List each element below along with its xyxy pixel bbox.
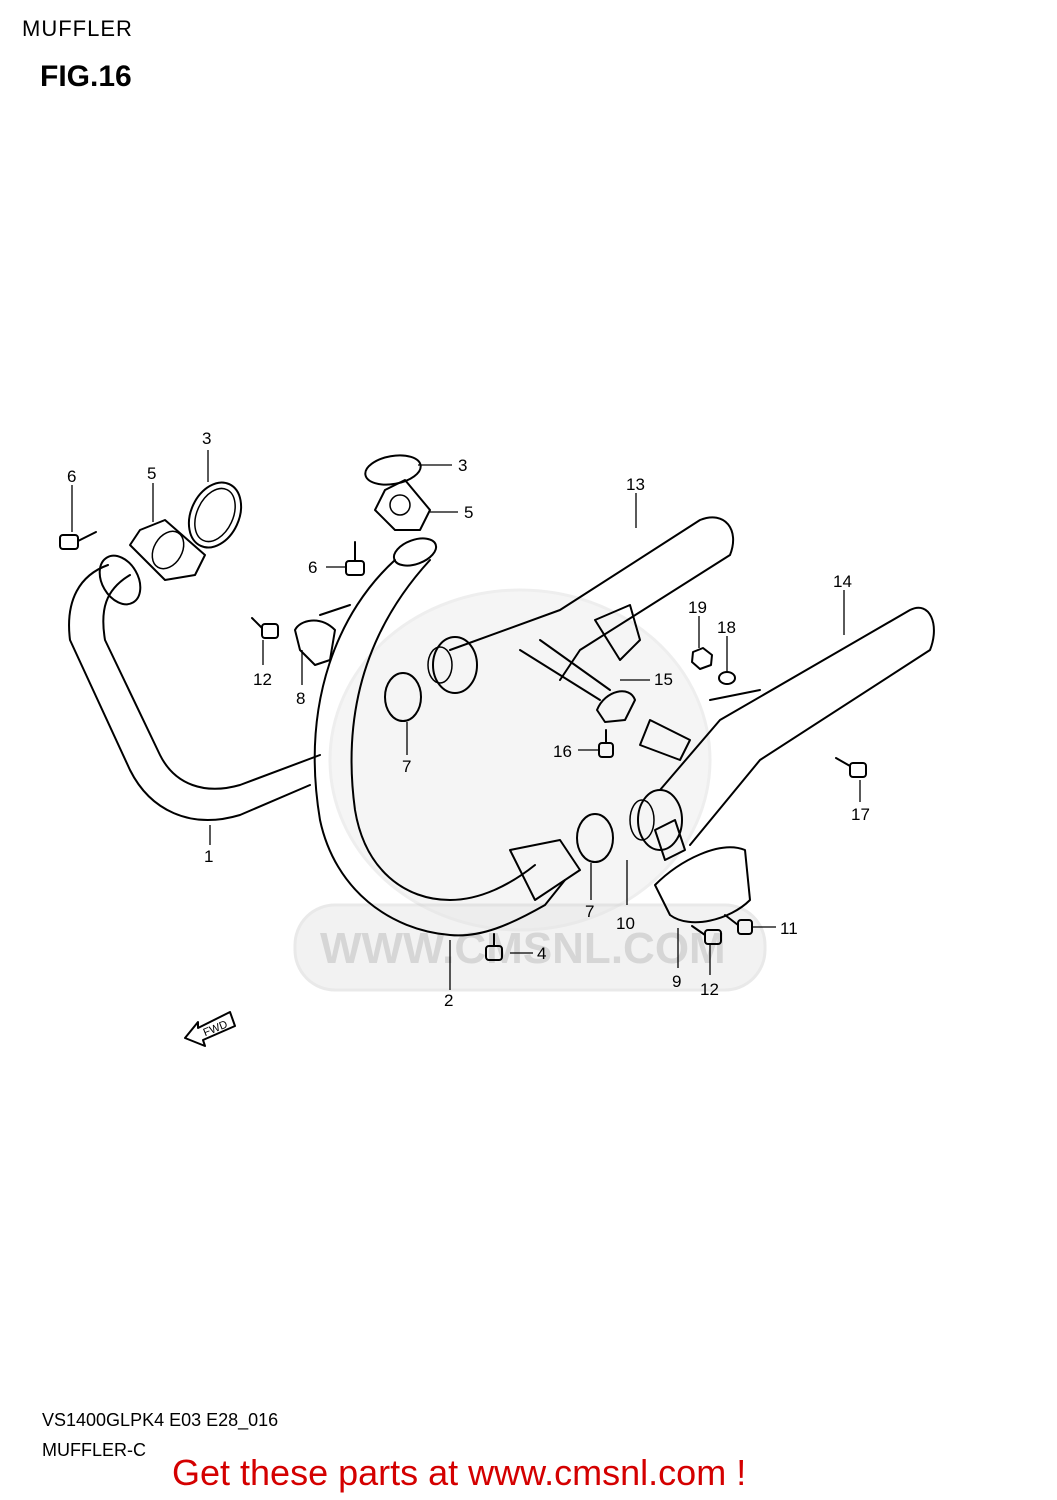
callout-18: 18: [717, 618, 736, 637]
callout-15: 15: [654, 670, 673, 689]
part-12-bolt-upper: [251, 617, 279, 639]
callout-10: 10: [616, 914, 635, 933]
callout-7-lower: 7: [585, 902, 594, 921]
part-8-clamp: [294, 604, 351, 666]
part-19-nut: [691, 647, 713, 670]
part-6-bolt-left: [59, 531, 97, 550]
callout-14: 14: [833, 572, 852, 591]
callout-13: 13: [626, 475, 645, 494]
part-13-muffler-left: [427, 516, 735, 701]
fwd-label: FWD: [202, 1019, 230, 1040]
model-code: VS1400GLPK4 E03 E28_016: [42, 1410, 279, 1430]
callout-3-right: 3: [458, 456, 467, 475]
callout-11: 11: [780, 919, 798, 938]
callout-5-left: 5: [147, 464, 156, 483]
cms-watermark: WWW.CMSNL.COM: [293, 588, 767, 992]
part-4-bolt: [485, 933, 503, 961]
part-6-bolt-right: [345, 541, 365, 576]
page-label: MUFFLER: [22, 16, 133, 41]
callout-3-left: 3: [202, 429, 211, 448]
part-3-gasket-left: [187, 481, 243, 549]
part-17-bolt: [835, 757, 867, 778]
part-1-exhaust-pipe-front: [68, 554, 321, 821]
watermark-text: WWW.CMSNL.COM: [320, 924, 726, 973]
callout-6-right: 6: [308, 558, 317, 577]
part-5-flange-left: [129, 519, 206, 581]
callout-12-upper: 12: [253, 670, 272, 689]
part-3-gasket-right: [364, 454, 422, 486]
callout-5-right: 5: [464, 503, 473, 522]
callout-12-lower: 12: [700, 980, 719, 999]
part-12-bolt-lower: [691, 925, 722, 945]
callout-8: 8: [296, 689, 305, 708]
callout-9: 9: [672, 972, 681, 991]
sub-label: MUFFLER-C: [42, 1440, 146, 1460]
callout-17: 17: [851, 805, 870, 824]
callout-19: 19: [688, 598, 707, 617]
part-7-connector-lower: [576, 813, 614, 863]
part-15-clamp: [596, 690, 636, 723]
part-18-washer: [718, 671, 736, 685]
callout-2: 2: [444, 991, 453, 1010]
figure-title: FIG.16: [40, 60, 132, 93]
promo-link[interactable]: Get these parts at www.cmsnl.com !: [172, 1452, 747, 1493]
leader-lines: [71, 450, 861, 990]
callout-1: 1: [204, 847, 213, 866]
callout-4: 4: [537, 944, 546, 963]
part-7-connector-upper: [384, 672, 422, 722]
part-14-muffler-right: [629, 606, 935, 851]
part-9-cover: [654, 846, 751, 924]
callout-6-left: 6: [67, 467, 76, 486]
part-16-bolt: [598, 729, 614, 758]
callout-labels: 1 2 3 3 4 5 5 6 6 7 7 8 9 10 11 12 12 13…: [67, 429, 870, 1010]
callout-7-upper: 7: [402, 757, 411, 776]
fwd-arrow-icon: FWD: [184, 1011, 236, 1047]
part-10-bracket: [654, 819, 686, 861]
part-2-exhaust-pipe-rear: [313, 537, 581, 937]
part-5-flange-right: [374, 479, 431, 531]
callout-16: 16: [553, 742, 572, 761]
